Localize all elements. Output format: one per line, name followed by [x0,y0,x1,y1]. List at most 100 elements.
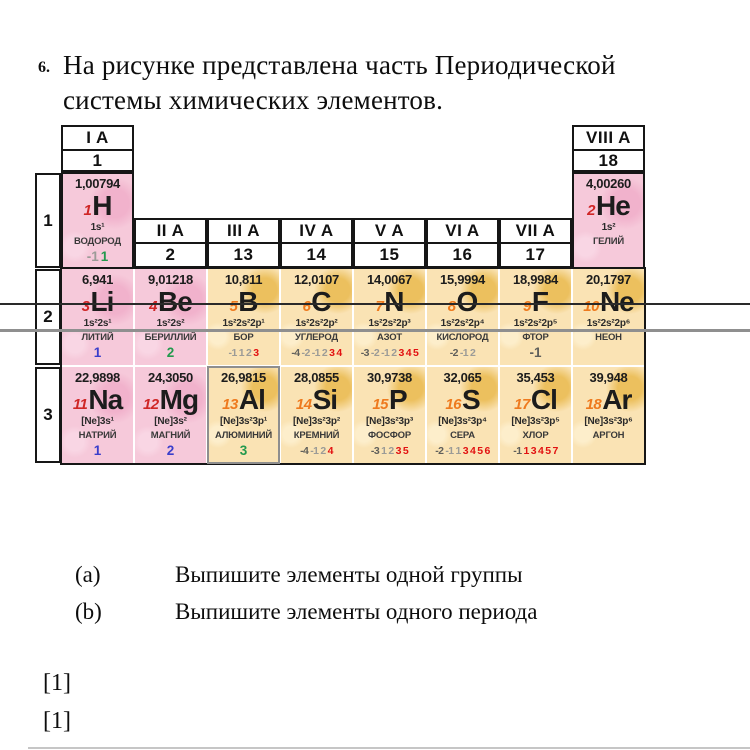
oxidation-state: 2 [320,444,326,457]
oxidation-state: -2 [301,346,311,359]
oxidation-state: 1 [381,444,387,457]
oxidation-state: -1 [86,249,99,264]
question-line-1: На рисунке представлена часть Периодичес… [63,50,616,80]
electron-config: 1s²2s² [156,318,185,329]
oxidation-state: 1 [93,443,102,458]
subquestion-a: (a) Выпишите элементы одной группы [75,556,537,593]
element-name: БЕРИЛЛИЙ [144,332,197,343]
element-symbol: F [531,286,549,317]
subquestion-b-label: (b) [75,598,102,624]
oxidation-state: 3 [329,346,335,359]
group-header-label-2: II A [134,218,207,244]
period-label-2: 2 [35,269,61,365]
oxidation-state: -1 [311,346,321,359]
subquestions: (a) Выпишите элементы одной группы (b) В… [75,556,537,630]
period-label-3: 3 [35,367,61,463]
electron-config: 1s²2s²2p¹ [222,318,265,329]
atomic-number: 15 [372,396,388,413]
electron-config: 1s²2s²2p⁶ [586,318,631,329]
electron-config: [Ne]3s²3p¹ [220,416,267,427]
electron-config: 1s²2s²2p⁴ [440,318,485,329]
oxidation-state: 5 [545,444,551,457]
element-name: АЗОТ [376,332,403,343]
oxidation-state: 4 [405,346,412,359]
atomic-number: 5 [229,298,238,315]
oxidation-state: 5 [412,346,419,359]
oxidation-state: -2 [370,346,380,359]
horizontal-rule-grey [0,329,750,332]
subquestion-a-label: (a) [75,561,101,587]
element-name: АЛЮМИНИЙ [214,430,273,441]
atomic-number: 16 [445,396,461,413]
element-symbol: Cl [530,384,558,415]
oxidation-state: -1 [381,346,390,359]
group-header-number-15: 15 [353,242,426,268]
electron-config: 1s²2s²2p⁵ [513,318,558,329]
group-header-number-17: 17 [499,242,572,268]
oxidation-state: 3 [239,443,248,458]
element-name: ГЕЛИЙ [592,236,625,247]
electron-config: 1s²2s²2p² [295,318,338,329]
element-name: НЕОН [595,332,622,343]
oxidation-state: 5 [402,444,409,457]
subquestion-a-text: Выпишите элементы одной группы [175,561,523,587]
oxidation-states: 1 [94,345,102,360]
group-header-number-16: 16 [426,242,499,268]
atomic-mass: 9,01218 [148,272,193,287]
oxidation-state: -3 [360,346,370,359]
subquestion-b-text: Выпишите элементы одного периода [175,598,538,624]
oxidation-state: 4 [327,444,334,457]
electron-config: [Ne]3s²3p⁶ [584,416,633,427]
atomic-number: 14 [295,396,312,413]
atomic-mass: 20,1797 [586,272,631,287]
atomic-mass: 39,948 [589,370,628,385]
electron-config: [Ne]3s¹ [81,416,114,427]
oxidation-state: 3 [253,346,259,359]
oxidation-state: 1 [238,346,245,359]
electron-config: 1s² [601,222,616,233]
group-header-number-14: 14 [280,242,353,268]
electron-config: [Ne]3s²3p⁵ [511,416,560,427]
oxidation-state: -1 [445,444,454,457]
element-name: ХЛОР [522,430,549,441]
oxidation-state: -2 [435,444,444,457]
atomic-number: 10 [583,298,599,315]
atomic-mass: 30,9738 [367,370,412,385]
oxidation-state: 1 [93,345,102,360]
oxidation-state: 2 [388,444,394,457]
element-symbol: Ar [602,384,632,415]
element-symbol: Si [312,384,338,415]
group-header-label-15: V A [353,218,426,244]
atomic-mass: 26,9815 [221,370,266,385]
group-header-label-14: IV A [280,218,353,244]
question-text: На рисунке представлена часть Периодичес… [63,48,616,118]
element-name: НАТРИЙ [78,430,117,441]
electron-config: 1s²2s¹ [83,318,112,329]
element-symbol: S [462,384,481,415]
atomic-number: 17 [514,396,530,413]
oxidation-state: 1 [455,444,462,457]
element-symbol: C [311,286,331,317]
element-symbol: P [389,384,408,415]
